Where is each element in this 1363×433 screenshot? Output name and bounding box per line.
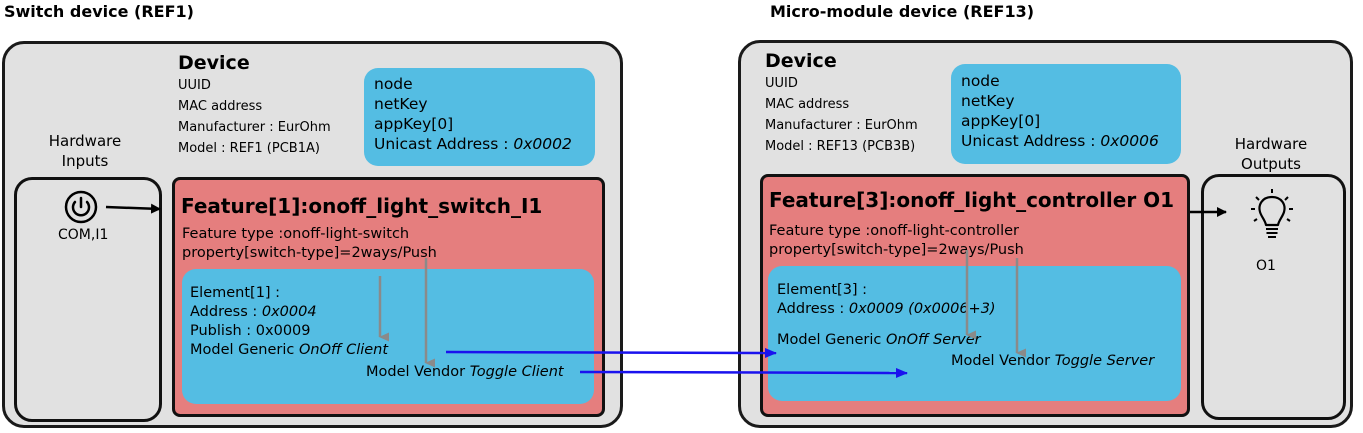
micro-module-device-title: Micro-module device (REF13) — [770, 2, 1035, 21]
model-onoff-client: Model Generic OnOff Client — [190, 342, 389, 358]
model-label: Model : REF1 (PCB1A) — [178, 141, 320, 156]
netkey-label: netKey — [961, 92, 1015, 110]
mac-address-label: MAC address — [178, 99, 263, 114]
switch-node-box: node netKey appKey[0] Unicast Address : … — [364, 68, 595, 166]
element-label: Element[1] : — [190, 285, 281, 301]
feature-type: Feature type :onoff-light-controller — [769, 223, 1019, 239]
mac-address-label: MAC address — [765, 97, 850, 112]
manufacturer-label: Manufacturer : EurOhm — [765, 118, 918, 133]
unicast-address: Unicast Address : 0x0002 — [374, 135, 572, 153]
node-label: node — [374, 75, 413, 93]
element-3-details: Element[3] : Address : 0x0009 (0x0006+3) — [777, 281, 996, 319]
model-onoff-server: Model Generic OnOff Server — [777, 332, 981, 348]
hardware-inputs-box — [14, 177, 162, 422]
switch-device-info: UUID MAC address Manufacturer : EurOhm M… — [178, 75, 331, 159]
feature-3-details: Feature type :onoff-light-controller pro… — [769, 222, 1024, 260]
hardware-outputs-label: Hardware Outputs — [1234, 135, 1308, 173]
switch-device-title: Switch device (REF1) — [4, 2, 194, 21]
unicast-address: Unicast Address : 0x0006 — [961, 132, 1159, 150]
manufacturer-label: Manufacturer : EurOhm — [178, 120, 331, 135]
appkey-label: appKey[0] — [961, 112, 1041, 130]
switch-device-heading: Device — [178, 52, 250, 74]
light-bulb-icon — [1251, 189, 1293, 253]
appkey-label: appKey[0] — [374, 115, 454, 133]
power-button-icon — [64, 190, 98, 228]
feature-3-title: Feature[3]:onoff_light_controller O1 — [769, 188, 1175, 212]
model-label: Model : REF13 (PCB3B) — [765, 139, 916, 154]
element-1-details: Element[1] : Address : 0x0004 Publish : … — [190, 284, 388, 360]
feature-property: property[switch-type]=2ways/Push — [182, 245, 437, 261]
netkey-label: netKey — [374, 95, 428, 113]
element-address: Address : 0x0004 — [190, 304, 317, 320]
feature-1-details: Feature type :onoff-light-switch propert… — [182, 225, 437, 263]
hardware-inputs-label: Hardware Inputs — [48, 132, 122, 170]
micro-module-device-info: UUID MAC address Manufacturer : EurOhm M… — [765, 73, 918, 157]
micro-module-device-heading: Device — [765, 50, 837, 72]
micro-module-node-box: node netKey appKey[0] Unicast Address : … — [951, 64, 1181, 164]
com-i1-label: COM,I1 — [58, 227, 109, 243]
element-address: Address : 0x0009 (0x0006+3) — [777, 301, 996, 317]
feature-1-title: Feature[1]:onoff_light_switch_I1 — [181, 194, 543, 218]
node-label: node — [961, 72, 1000, 90]
uuid-label: UUID — [178, 78, 211, 93]
feature-type: Feature type :onoff-light-switch — [182, 226, 410, 242]
uuid-label: UUID — [765, 76, 798, 91]
feature-property: property[switch-type]=2ways/Push — [769, 242, 1024, 258]
o1-label: O1 — [1256, 258, 1276, 274]
model-toggle-server: Model Vendor Toggle Server — [951, 353, 1155, 369]
element-publish: Publish : 0x0009 — [190, 323, 311, 339]
model-toggle-client: Model Vendor Toggle Client — [366, 364, 564, 380]
element-label: Element[3] : — [777, 282, 868, 298]
